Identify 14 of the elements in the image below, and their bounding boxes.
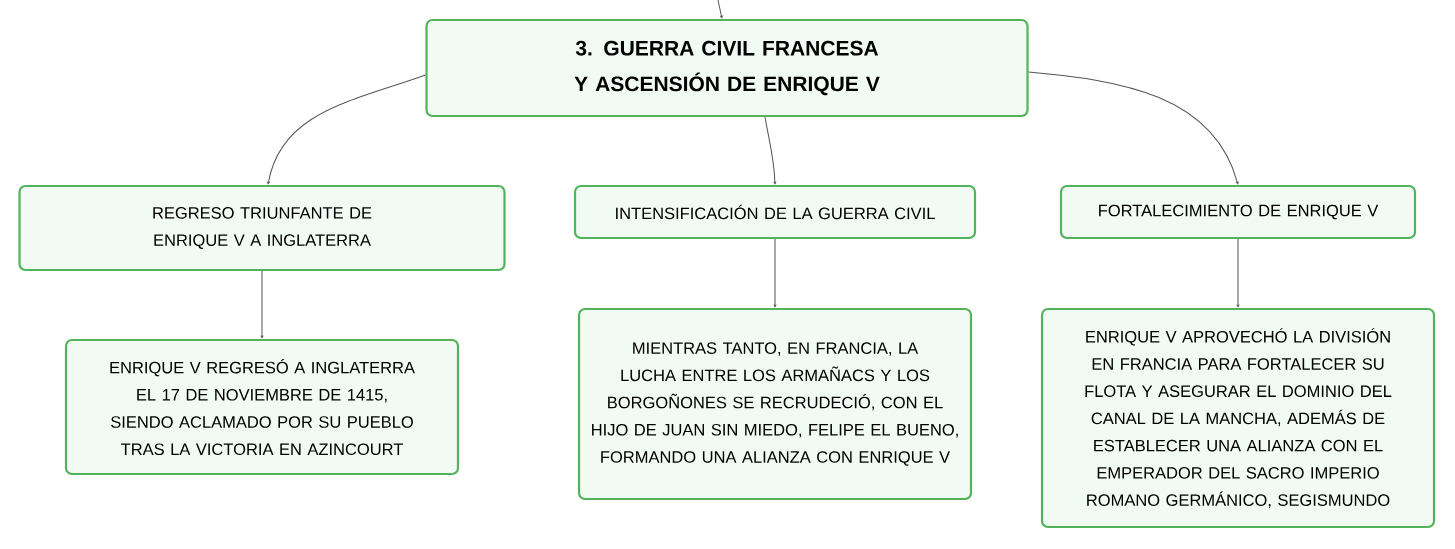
arrow (773, 238, 777, 308)
arrow (1236, 238, 1240, 308)
arrow (764, 116, 777, 185)
arrow (260, 270, 264, 339)
detail-box: ENRIQUE V APROVECHÓ LA DIVISIÓN EN FRANCIA PARA FORTALECER SU FLOTA Y ASEGURAR EL DOMINIO DEL CANAL DE LA MANCHA, ADEMÁS DE ESTABLECER UNA ALIANZA CON EL EMPERADOR DEL SACRO IMPERIO ROMANO GERMÁNICO, SEGISMUNDO (1040, 307, 1436, 529)
subtopic-box: REGRESO TRIUNFANTE DE ENRIQUE V A INGLATERRA (18, 184, 506, 272)
detail-box: MIENTRAS TANTO, EN FRANCIA, LA LUCHA ENTRE LOS ARMAÑACS Y LOS BORGOÑONES SE RECRUDECIÓ, CON EL HIJO DE JUAN SIN MIEDO, FELIPE EL BUENO, FORMANDO UNA ALIANZA CON ENRIQUE V (577, 307, 973, 501)
subtopic-box: INTENSIFICACIÓN DE LA GUERRA CIVIL (573, 184, 977, 240)
detail-box: ENRIQUE V REGRESÓ A INGLATERRA EL 17 DE NOVIEMBRE DE 1415, SIENDO ACLAMADO POR SU PUEBLO TRAS LA VICTORIA EN AZINCOURT (64, 338, 460, 476)
arrow (267, 74, 426, 185)
subtopic-box: FORTALECIMIENTO DE ENRIQUE V (1059, 184, 1417, 240)
topic-box: 3. GUERRA CIVIL FRANCESA Y ASCENSIÓN DE ENRIQUE V (425, 18, 1029, 118)
arrow (717, 0, 723, 19)
arrow (1028, 71, 1239, 185)
